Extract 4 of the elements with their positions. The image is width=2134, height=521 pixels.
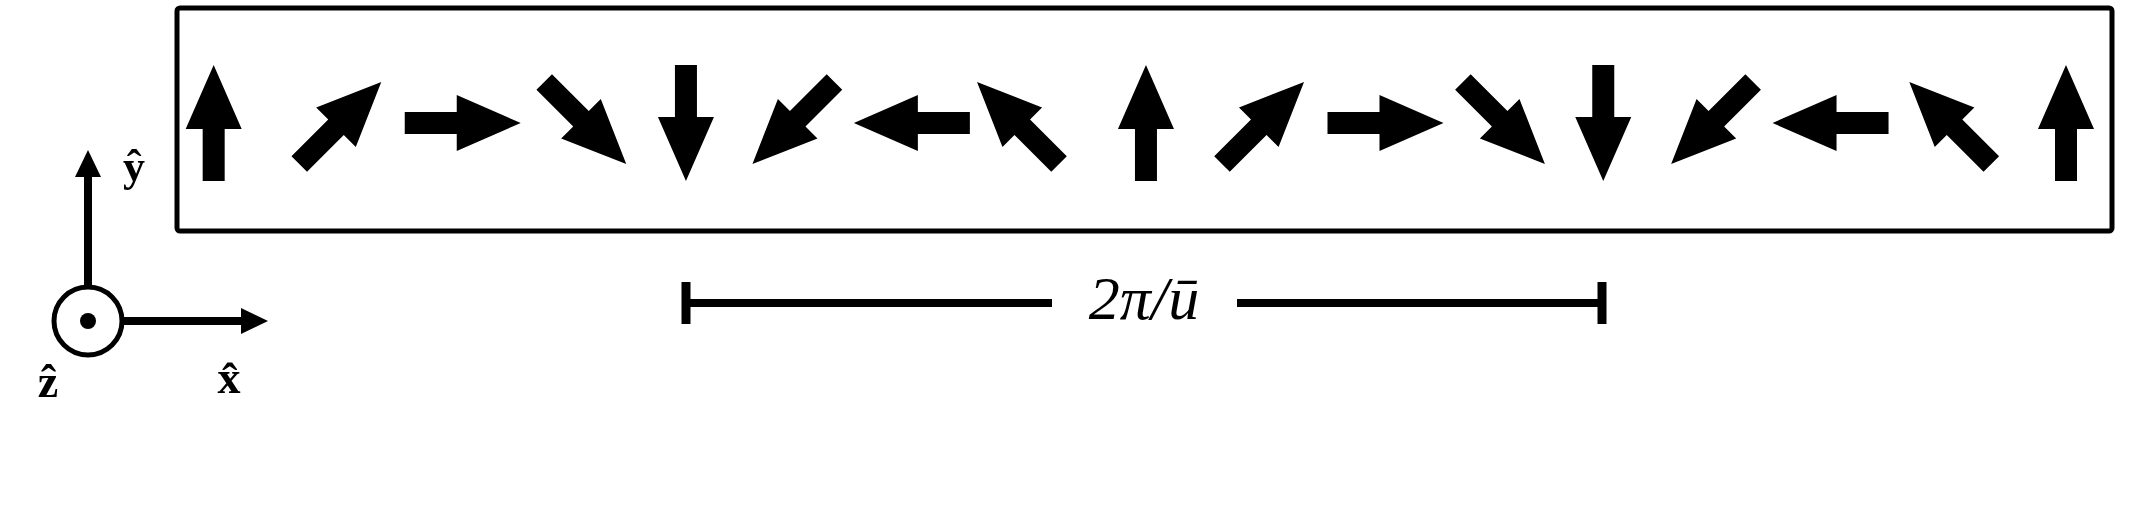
axis-label: ŷ	[123, 145, 145, 189]
dimension-label: 2π/ū	[1088, 267, 1200, 329]
axis-label: x̂	[217, 355, 241, 401]
axis-label: ẑ	[37, 359, 59, 405]
